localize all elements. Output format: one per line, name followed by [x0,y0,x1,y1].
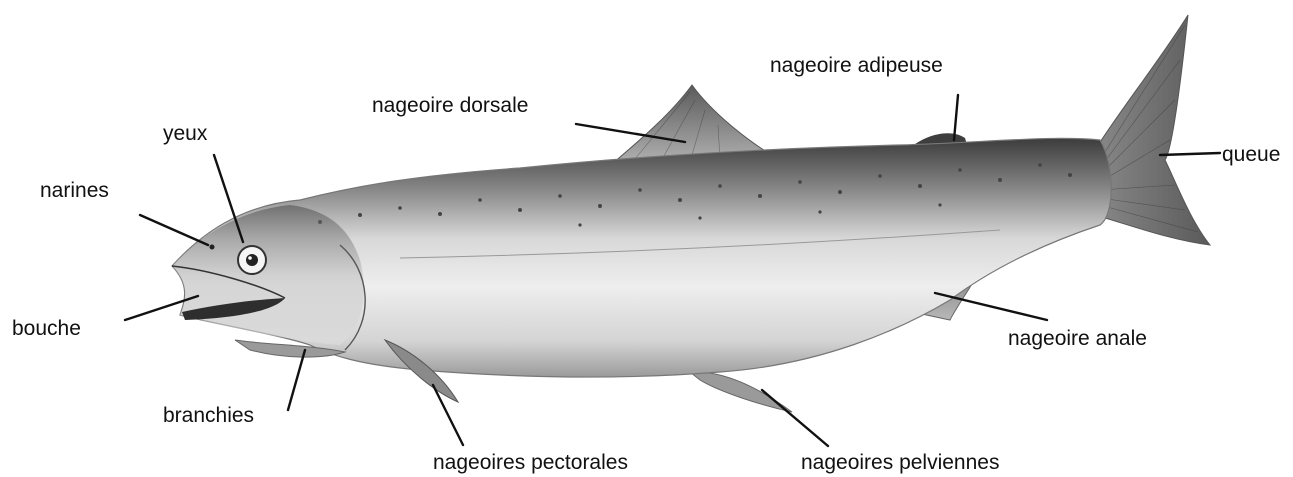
label-nageoires-pectorales: nageoires pectorales [433,451,628,474]
label-bouche: bouche [12,317,81,340]
label-nageoire-anale: nageoire anale [1008,327,1147,350]
leader-queue [1160,153,1220,155]
leader-nageoire-adipeuse [954,95,958,140]
label-queue: queue [1222,143,1280,166]
eye-pupil [246,254,258,266]
leader-branchies [288,350,305,410]
tail-fin [1095,15,1210,245]
eye-highlight [248,256,252,260]
label-yeux: yeux [163,122,208,145]
label-branchies: branchies [163,404,254,427]
label-nageoires-pelviennes: nageoires pelviennes [801,451,999,474]
nostril [210,245,215,250]
pelvic-fin-shape [690,372,792,412]
leader-nageoires-pelviennes [762,390,828,446]
label-narines: narines [40,179,109,202]
label-nageoire-dorsale: nageoire dorsale [372,94,528,117]
label-nageoire-adipeuse: nageoire adipeuse [770,54,943,77]
head [172,205,364,345]
leader-narines [140,215,208,245]
